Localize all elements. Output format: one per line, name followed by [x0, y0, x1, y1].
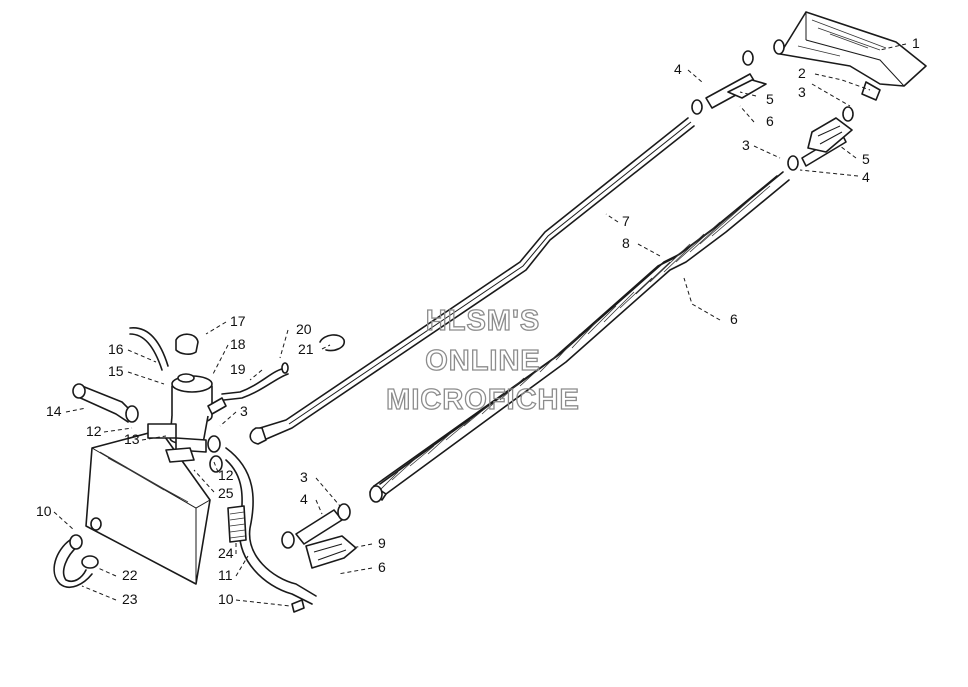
callout-25: 25 [218, 485, 234, 501]
callout-23: 23 [122, 591, 138, 607]
callout-3: 3 [240, 403, 248, 419]
callout-24: 24 [218, 545, 234, 561]
hose-19 [221, 334, 345, 401]
callout-2: 2 [798, 65, 806, 81]
watermark-line-3: MICROFICHE [386, 384, 580, 416]
callout-12: 12 [86, 423, 102, 439]
callout-3: 3 [742, 137, 750, 153]
hose-14 [72, 383, 139, 423]
watermark-line-1: HLSM'S [426, 305, 540, 337]
callout-21: 21 [298, 341, 314, 357]
callout-3: 3 [798, 84, 806, 100]
callout-8: 8 [622, 235, 630, 251]
callout-1: 1 [912, 35, 920, 51]
callout-17: 17 [230, 313, 246, 329]
hose-clamps-upper [691, 50, 854, 171]
callout-6: 6 [378, 559, 386, 575]
callout-19: 19 [230, 361, 246, 377]
hose-tank-outlet [53, 534, 99, 589]
callout-12: 12 [218, 467, 234, 483]
callout-10: 10 [218, 591, 234, 607]
watermark: HLSM'S ONLINE MICROFICHE [386, 304, 580, 416]
callout-22: 22 [122, 567, 138, 583]
reservoir-assembly [147, 333, 227, 463]
lower-connectors [281, 503, 357, 569]
callout-14: 14 [46, 403, 62, 419]
hose-16 [129, 327, 169, 371]
callout-4: 4 [862, 169, 870, 185]
mounting-brackets [727, 79, 853, 153]
callout-10: 10 [36, 503, 52, 519]
watermark-line-2: ONLINE [425, 345, 541, 377]
callout-20: 20 [296, 321, 312, 337]
callout-15: 15 [108, 363, 124, 379]
callout-labels: 1 2 3 4 5 6 3 5 4 7 8 6 17 20 16 18 21 1… [36, 35, 920, 607]
callout-4: 4 [674, 61, 682, 77]
callout-5: 5 [862, 151, 870, 167]
callout-13: 13 [124, 431, 140, 447]
leader-lines [53, 43, 907, 607]
callout-7: 7 [622, 213, 630, 229]
callout-5: 5 [766, 91, 774, 107]
callout-6: 6 [730, 311, 738, 327]
heat-exchanger-plate [773, 11, 927, 101]
callout-9: 9 [378, 535, 386, 551]
callout-4: 4 [300, 491, 308, 507]
callout-6: 6 [766, 113, 774, 129]
callout-18: 18 [230, 336, 246, 352]
hose-11 [207, 435, 317, 613]
callout-11: 11 [218, 567, 233, 583]
callout-3: 3 [300, 469, 308, 485]
coolant-tube-lower [369, 171, 790, 503]
coolant-tube-upper [249, 117, 695, 445]
callout-16: 16 [108, 341, 124, 357]
